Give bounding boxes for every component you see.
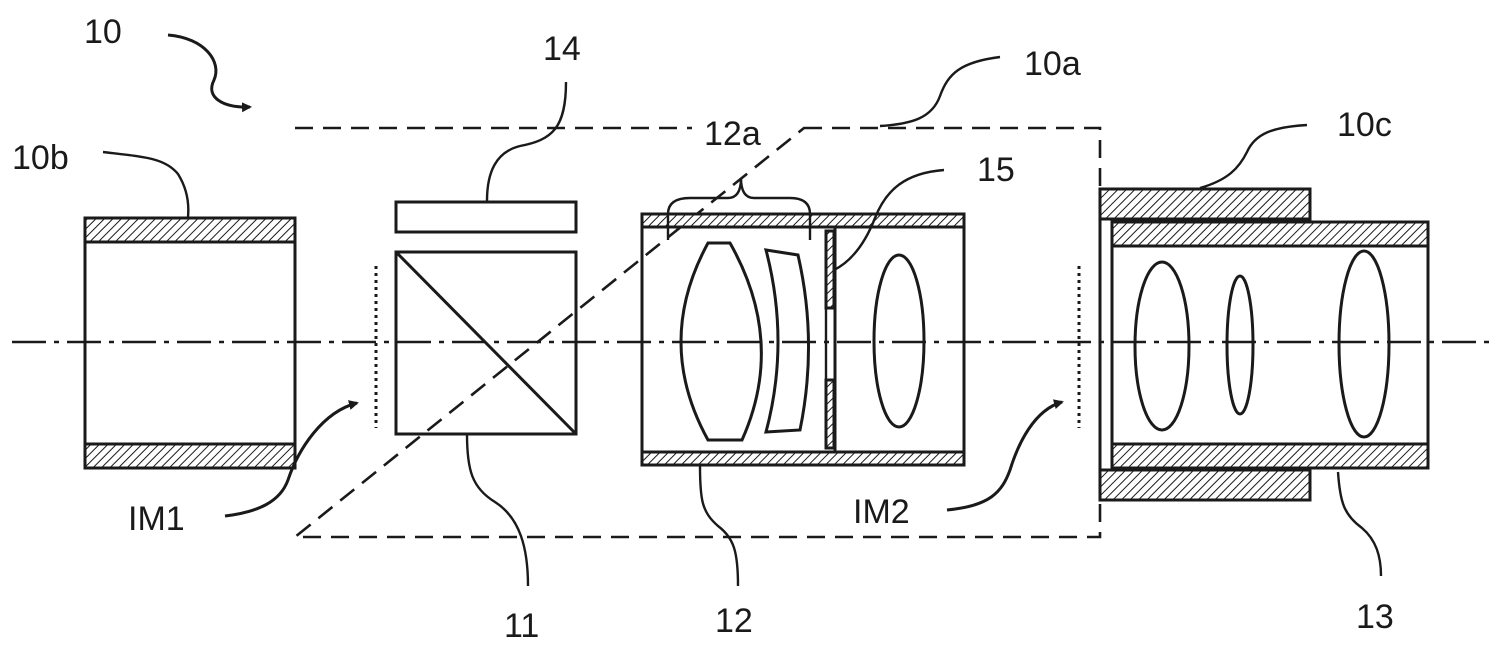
lens-group [640, 212, 966, 467]
label-relay-lens: 13 [1356, 598, 1394, 636]
plate [394, 200, 578, 234]
leader-device [167, 33, 252, 113]
leader-image-1 [224, 400, 359, 518]
leader-relay-lens [1336, 471, 1383, 577]
relay-lens-element-2 [1225, 274, 1255, 416]
label-output-housing: 10c [1337, 106, 1392, 144]
label-prism: 11 [504, 607, 539, 645]
leader-stop [833, 168, 945, 272]
label-stop: 15 [977, 151, 1015, 189]
leader-module [879, 55, 1001, 128]
label-module: 10a [1024, 45, 1081, 83]
rear-lens [872, 253, 926, 429]
leader-input-tube [102, 150, 190, 218]
leader-output-housing [1199, 123, 1308, 190]
relay-lens [1110, 220, 1430, 470]
module-boundary [291, 126, 1102, 539]
input-tube [83, 216, 297, 470]
leader-prism [465, 433, 530, 587]
leader-subgroup-brace [666, 177, 812, 240]
label-image-1: IM1 [128, 500, 185, 538]
leader-lens-group [698, 465, 740, 587]
aperture-stop [824, 229, 836, 450]
label-image-2: IM2 [853, 493, 910, 531]
label-plate: 14 [543, 30, 581, 68]
label-subgroup: 12a [704, 115, 761, 153]
relay-lens-element-1 [1133, 260, 1191, 432]
leader-plate [485, 81, 568, 202]
output-housing [1098, 187, 1312, 502]
label-input-tube: 10b [12, 139, 69, 177]
beam-splitter-prism [394, 250, 578, 436]
relay-lens-element-3 [1337, 249, 1391, 439]
label-device: 10 [84, 13, 122, 51]
label-lens-group: 12 [715, 602, 753, 640]
biconvex-lens [679, 241, 763, 442]
meniscus-lens [763, 248, 810, 434]
leader-image-2 [946, 399, 1064, 512]
